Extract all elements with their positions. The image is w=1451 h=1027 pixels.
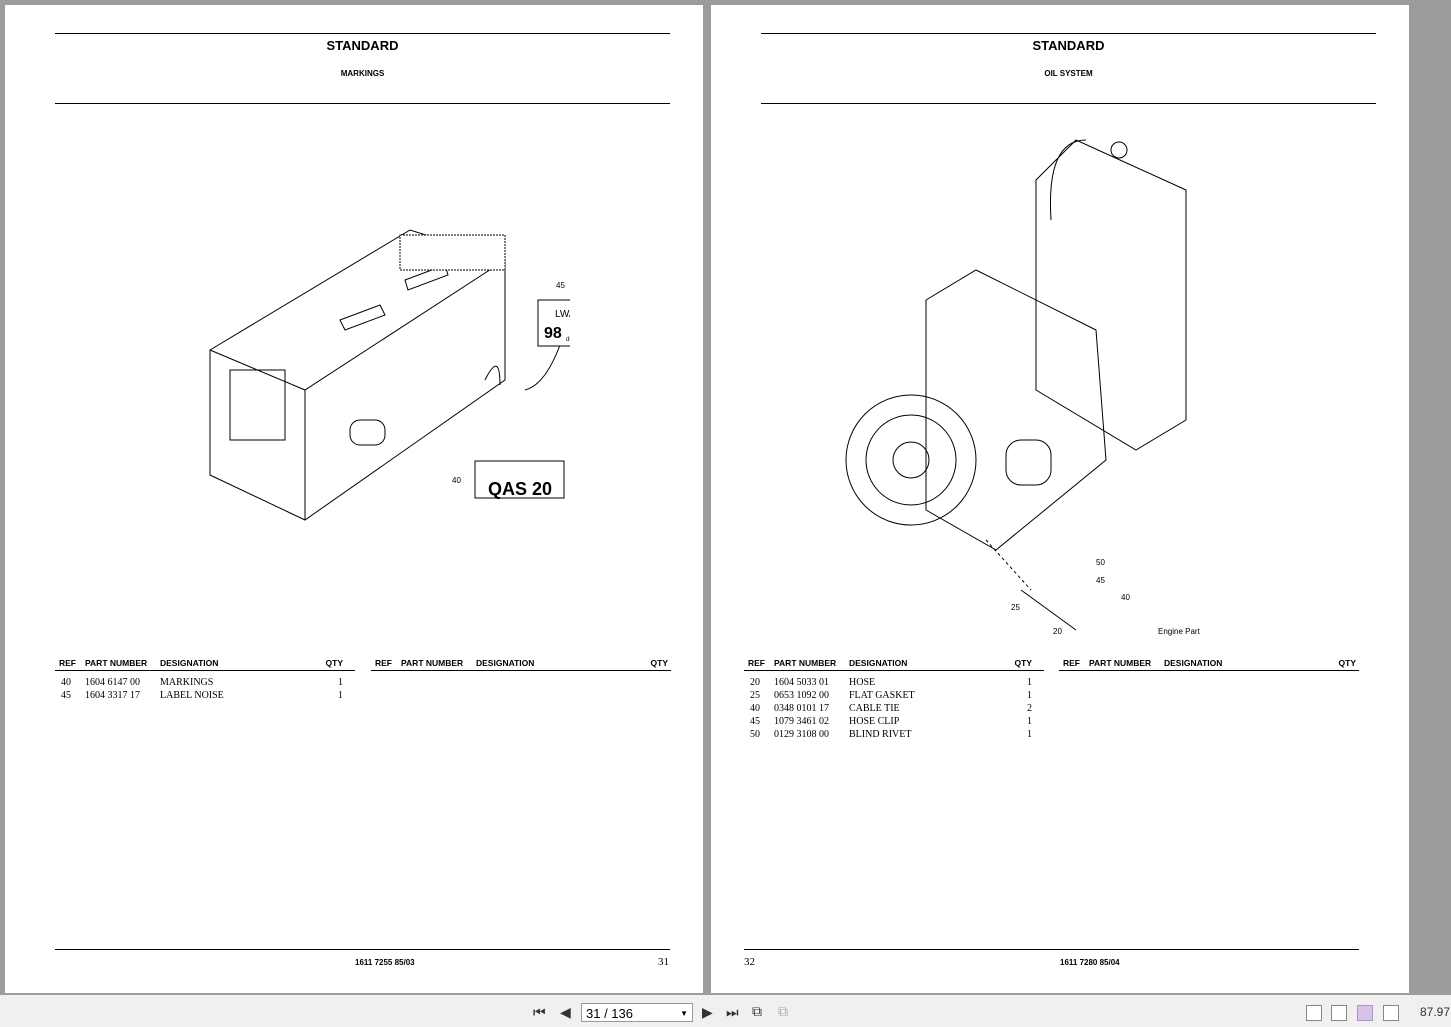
page-subtitle: OIL SYSTEM bbox=[1044, 69, 1093, 78]
doc-code: 1611 7280 85/04 bbox=[1060, 958, 1120, 967]
callout-20: 20 bbox=[1053, 627, 1062, 636]
chevron-down-icon[interactable]: ▼ bbox=[680, 1009, 688, 1018]
model-text: QAS 20 bbox=[488, 479, 552, 499]
divider bbox=[55, 33, 670, 34]
noise-label bbox=[537, 299, 570, 347]
callout-45: 45 bbox=[556, 281, 565, 290]
page-title: STANDARD bbox=[326, 38, 399, 53]
generator-illustration: 45 98 LWA dB 40 QAS 20 bbox=[209, 229, 570, 521]
noise-value: 98 bbox=[544, 325, 562, 342]
callout-40: 40 bbox=[1121, 593, 1130, 602]
model-label bbox=[474, 460, 565, 499]
db-text: dB bbox=[566, 337, 570, 343]
page-31: STANDARD MARKINGS 45 98 LWA dB 40 QAS 20… bbox=[5, 5, 703, 993]
divider bbox=[55, 103, 670, 104]
page-subtitle: MARKINGS bbox=[340, 69, 385, 78]
facing-view-icon[interactable] bbox=[1357, 1005, 1373, 1021]
page-32: STANDARD OIL SYSTEM 50 45 40 25 20 Engin… bbox=[711, 5, 1409, 993]
prev-page-button[interactable]: ◀ bbox=[560, 1004, 571, 1020]
next-page-button[interactable]: ▶ bbox=[702, 1004, 713, 1020]
engine-illustration: 50 45 40 25 20 Engine Part bbox=[845, 139, 1201, 636]
page-number: 32 bbox=[744, 956, 755, 968]
callout-45: 45 bbox=[1096, 576, 1105, 585]
navigation-toolbar bbox=[0, 995, 1451, 1027]
callout-25: 25 bbox=[1011, 603, 1020, 612]
first-page-button[interactable]: ⏮ bbox=[533, 1004, 546, 1020]
continuous-view-icon[interactable] bbox=[1331, 1005, 1347, 1021]
callout-50: 50 bbox=[1096, 558, 1105, 567]
lwa-text: LWA bbox=[555, 309, 570, 320]
page-number-input[interactable]: 31 / 136▼ bbox=[581, 1003, 693, 1022]
page-title: STANDARD bbox=[1032, 38, 1105, 53]
callout-engine-part: Engine Part bbox=[1158, 627, 1201, 636]
continuous-facing-view-icon[interactable] bbox=[1383, 1005, 1399, 1021]
last-page-button[interactable]: ⏭ bbox=[726, 1004, 739, 1020]
callout-40: 40 bbox=[452, 476, 461, 485]
doc-code: 1611 7255 85/03 bbox=[355, 958, 415, 967]
page-number: 31 bbox=[658, 956, 669, 968]
single-page-view-icon[interactable] bbox=[1306, 1005, 1322, 1021]
previous-view-icon[interactable]: ⧉ bbox=[752, 1003, 762, 1019]
next-view-icon[interactable]: ⧉ bbox=[778, 1003, 788, 1019]
zoom-level[interactable]: 87.97 bbox=[1420, 1005, 1451, 1019]
